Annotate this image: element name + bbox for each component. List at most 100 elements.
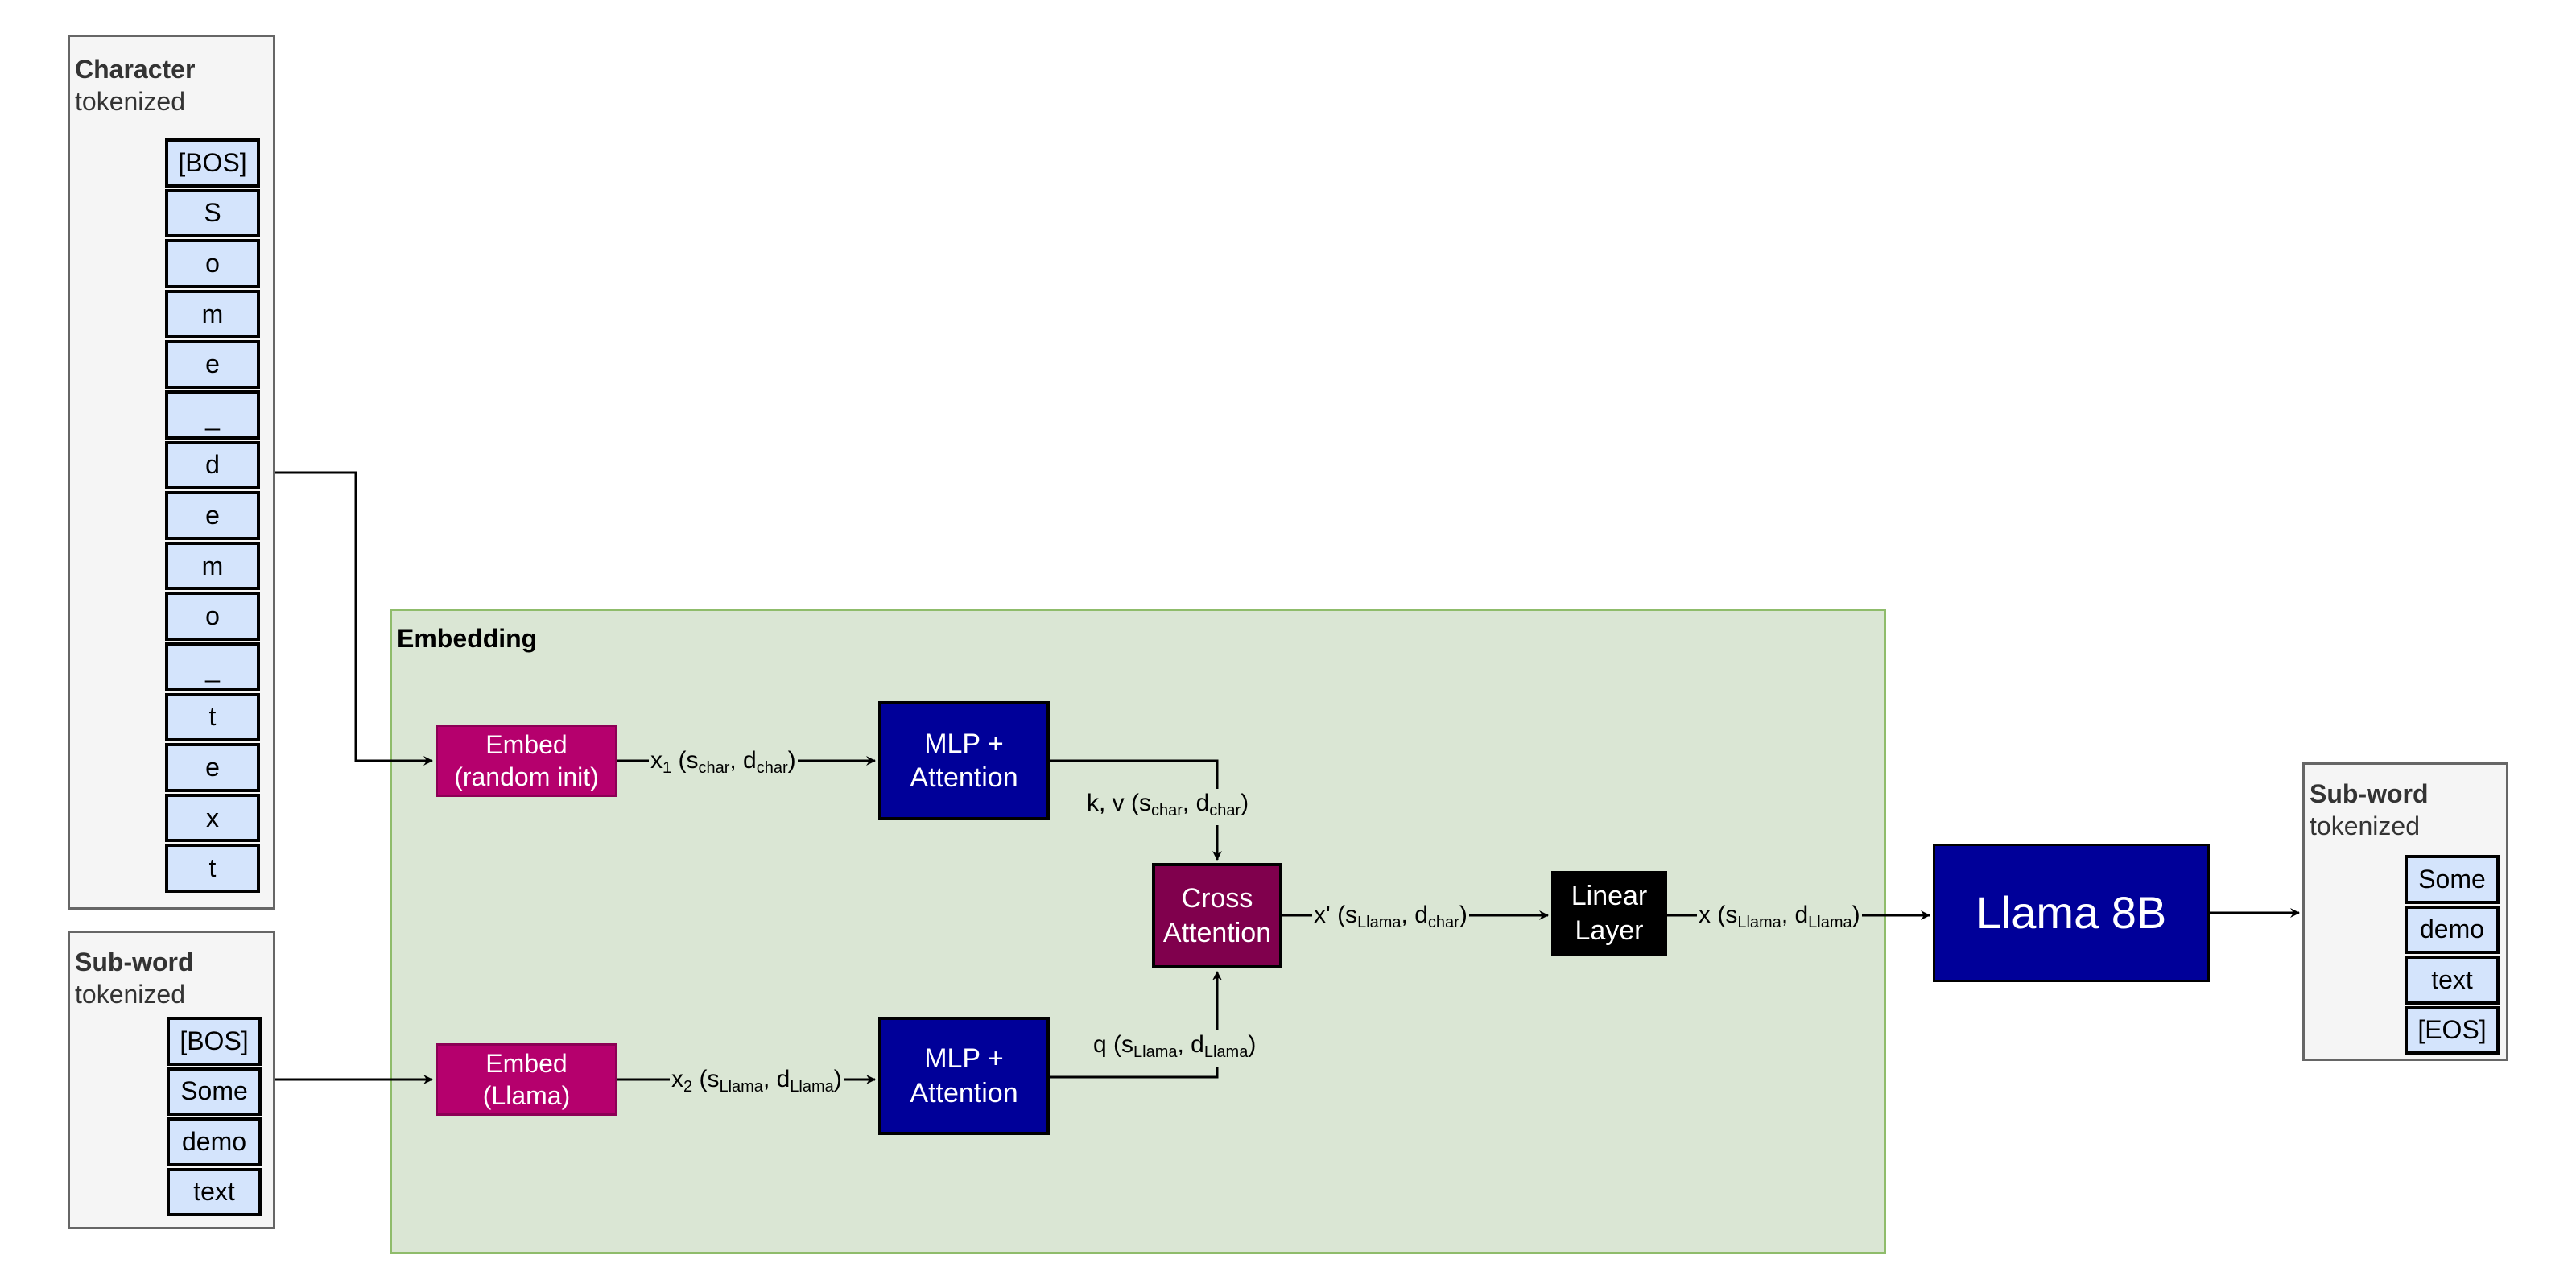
token-cell: [BOS] [167, 1017, 262, 1066]
token-cell: o [165, 592, 260, 641]
token-cell: o [165, 239, 260, 288]
label-text: (s [692, 1066, 720, 1092]
label-text: (s [1711, 902, 1738, 928]
label-text: x [650, 747, 663, 774]
label-text: , d [729, 747, 757, 774]
label-text: Llama [790, 1078, 834, 1096]
token-cell: S [165, 188, 260, 238]
label-text: char [1427, 914, 1459, 931]
token-cell: _ [165, 642, 260, 691]
token-cell: [EOS] [2405, 1005, 2500, 1055]
mlp-attention-char-block: MLP +Attention [878, 701, 1050, 820]
mlp2-to-cross-q-arrow [1050, 971, 1222, 1079]
token-cell: demo [167, 1117, 262, 1166]
token-cell: e [165, 340, 260, 389]
group-title-bold: Character [75, 55, 196, 84]
group-title-rest: tokenized [2310, 811, 2420, 840]
label-text: x [671, 1066, 683, 1092]
label-text: Llama [1203, 1043, 1249, 1061]
block-line: MLP + [924, 1043, 1004, 1074]
label-q: q (sLlama, dLlama) [1092, 1030, 1258, 1067]
block-line: Cross [1181, 883, 1253, 914]
label-text: , d [1182, 790, 1210, 816]
label-text: char [698, 759, 730, 777]
label-text: x' [1314, 902, 1331, 928]
label-text: x [1699, 902, 1711, 928]
label-text: char [756, 759, 788, 777]
llama-label: Llama 8B [1975, 887, 2167, 938]
block-line: Embed [485, 1049, 568, 1078]
token-cell: text [167, 1167, 262, 1216]
token-cell: m [165, 289, 260, 339]
label-x: x (sLlama, dLlama) [1697, 901, 1862, 937]
label-text: ) [1459, 902, 1468, 928]
block-line: (Llama) [482, 1081, 571, 1110]
label-text: Llama [1737, 914, 1781, 931]
token-cell: m [165, 541, 260, 591]
mlp-attention-llama-block: MLP +Attention [878, 1017, 1050, 1135]
group-title-bold: Sub-word [2310, 779, 2429, 808]
label-text: ) [1852, 902, 1860, 928]
embedding-title: Embedding [397, 624, 538, 653]
label-text: k, v [1087, 790, 1125, 816]
block-line: Layer [1575, 914, 1644, 946]
block-line: Attention [910, 1077, 1018, 1108]
label-text: ) [833, 1066, 842, 1092]
token-cell: d [165, 440, 260, 490]
label-text: Llama [1808, 914, 1852, 931]
label-text: , d [1177, 1031, 1204, 1058]
block-line: Attention [1162, 917, 1272, 948]
embed-random-init-block: Embed (random init) [436, 724, 617, 797]
label-text: ) [1248, 1031, 1257, 1058]
label-text: (s [1124, 790, 1151, 816]
label-text: Llama [719, 1078, 763, 1096]
subword-input-group-title: Sub-word tokenized [75, 946, 194, 1010]
label-text: ) [1241, 790, 1249, 816]
block-line: Embed [485, 730, 568, 759]
label-text: Llama [1357, 914, 1402, 931]
label-text: char [1209, 802, 1241, 819]
label-x2: x2 (sLlama, dLlama) [670, 1065, 844, 1101]
token-cell: Some [167, 1067, 262, 1116]
group-title-rest: tokenized [75, 980, 185, 1009]
token-cell: t [165, 844, 260, 893]
block-line: Attention [910, 762, 1018, 793]
subword-output-group-title: Sub-word tokenized [2310, 778, 2429, 842]
group-title-rest: tokenized [75, 87, 185, 116]
token-cell: [BOS] [165, 138, 260, 188]
block-line: MLP + [924, 728, 1004, 759]
label-text: 2 [683, 1078, 693, 1096]
block-line: Linear [1571, 881, 1648, 911]
token-cell: x [165, 793, 260, 843]
label-x1: x1 (schar, dchar) [649, 746, 798, 782]
token-cell: _ [165, 390, 260, 440]
character-group-title: Character tokenized [75, 53, 195, 118]
llama-8b-block: Llama 8B [1933, 844, 2210, 982]
label-text: , d [762, 1066, 791, 1092]
group-title-bold: Sub-word [75, 947, 194, 976]
label-text: , d [1781, 902, 1809, 928]
label-text: (s [671, 747, 699, 774]
token-cell: t [165, 692, 260, 742]
mlp1-to-cross-kv-arrow [1050, 759, 1222, 861]
block-line: (random init) [454, 762, 599, 791]
char-to-embed-arrow [275, 471, 433, 766]
label-text: ) [787, 747, 796, 774]
embed-llama-block: Embed (Llama) [436, 1043, 617, 1116]
label-text: 1 [663, 759, 672, 777]
label-text: (s [1106, 1031, 1134, 1058]
token-cell: e [165, 743, 260, 792]
label-text: (s [1330, 902, 1358, 928]
token-cell: Some [2405, 855, 2500, 904]
token-cell: e [165, 491, 260, 540]
label-text: q [1093, 1031, 1107, 1058]
token-cell: demo [2405, 905, 2500, 954]
label-text: char [1151, 802, 1183, 819]
label-x-prime: x' (sLlama, dchar) [1312, 901, 1469, 937]
label-kv: k, v (schar, dchar) [1085, 789, 1251, 825]
label-text: , d [1401, 902, 1428, 928]
label-text: Llama [1133, 1043, 1178, 1061]
